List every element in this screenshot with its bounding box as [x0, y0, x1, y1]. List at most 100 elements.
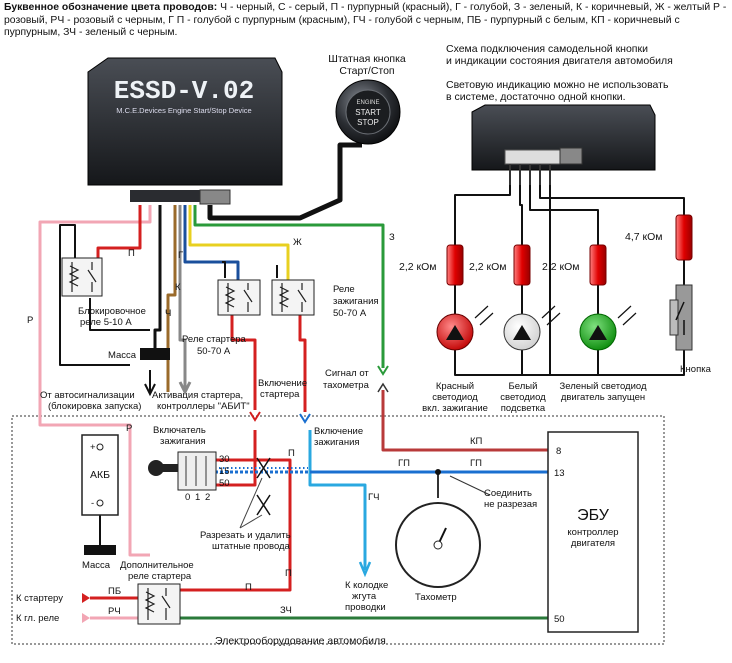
legend-title: Буквенное обозначение цвета проводов:: [4, 2, 218, 13]
cut-mark-2: [256, 494, 271, 516]
block-relay-label-2: реле 5-10 А: [80, 317, 132, 328]
battery-plus: +: [90, 442, 96, 453]
connect-label-2: не разрезая: [484, 499, 537, 510]
button-caption: Кнопка: [680, 364, 712, 375]
activation-label-2: контроллеры "АБИТ": [157, 401, 250, 412]
wire-label-r-2: Р: [126, 423, 132, 434]
ign-on-label-1: Включение: [314, 426, 363, 437]
tachometer: [395, 502, 481, 588]
resistor-1: 2,2 кОм: [399, 244, 464, 286]
battery-minus: -: [91, 498, 94, 509]
battery-label: АКБ: [90, 469, 110, 481]
led-red-caption-3: вкл. зажигание: [422, 403, 488, 414]
arrow-alarm: [144, 370, 156, 397]
pushbutton: [669, 284, 693, 351]
switch-pos-30: 30: [219, 454, 230, 465]
cut-label-1: Разрезать и удалить: [200, 530, 291, 541]
ecu-sub-1: контроллер: [567, 527, 618, 538]
wire-pink: [38, 205, 152, 410]
led-white-caption-2: светодиод: [500, 392, 546, 403]
led-red-caption-2: светодиод: [432, 392, 478, 403]
resistor-2: 2,2 кОм: [469, 244, 531, 286]
wire-brown-kp: [381, 390, 548, 452]
led-red-caption-1: Красный: [436, 381, 474, 392]
scheme-wire-1: [454, 185, 511, 245]
wire-green: [193, 205, 385, 368]
wire-yellow: [188, 205, 290, 280]
wire-label-r: Р: [27, 315, 33, 326]
switch-pos-50: 50: [219, 478, 230, 489]
led-white: [503, 305, 561, 351]
ign-on-label-2: зажигания: [314, 437, 360, 448]
start-stop-button: Штатная кнопка Старт/Стоп ENGINE START S…: [328, 53, 406, 145]
scheme-line-4: в системе, достаточно одной кнопки.: [446, 91, 626, 103]
resistor-3: 2,2 кОм: [542, 244, 607, 286]
wire-label-g: Г: [178, 250, 183, 261]
switch-pos-0: 0: [185, 492, 190, 503]
wire-switch-50: [215, 430, 257, 487]
wire-label-p: П: [128, 248, 135, 259]
wire-color-legend: Буквенное обозначение цвета проводов: Ч …: [4, 2, 728, 40]
wire-red-block: [96, 205, 142, 258]
arrow-to-starter: [82, 593, 90, 603]
ecu-label: ЭБУ: [577, 507, 610, 524]
mass-label-top: Масса: [108, 350, 137, 361]
starter-relay-label-2: 50-70 А: [197, 346, 231, 357]
to-starter-label: К стартеру: [16, 593, 63, 604]
scheme-line-1: Схема подключения самодельной кнопки: [446, 43, 648, 55]
starter-relay-label-1: Реле стартера: [182, 334, 247, 345]
extra-relay-label-1: Дополнительное: [120, 560, 194, 571]
wire-blue-gch: [308, 430, 367, 570]
ecu-sub-2: двигателя: [571, 538, 615, 549]
harness-label-2: жгута: [352, 591, 377, 602]
wire-label-pb: ПБ: [108, 586, 121, 597]
scheme-wire-gnd2: [521, 185, 599, 375]
scheme-wire-3: [529, 185, 599, 245]
harness-label-3: проводки: [345, 602, 386, 613]
led-green-caption-1: Зеленый светодиод: [560, 381, 647, 392]
wire-black-relays: [222, 261, 278, 278]
wire-blue-g: [183, 205, 240, 280]
alarm-label-1: От автосигнализации: [40, 390, 135, 401]
ecu-pin-8: 8: [556, 446, 561, 457]
start-button-caption-1: Штатная кнопка: [328, 53, 406, 65]
ignition-relay-label-2: зажигания: [333, 296, 379, 307]
essd-module: ESSD-V.02 M.C.E.Devices Engine Start/Sto…: [87, 57, 283, 205]
wire-pink-2: [38, 410, 150, 557]
cut-pointer-lines: [239, 477, 263, 529]
block-relay: [61, 257, 103, 297]
alarm-label-2: (блокировка запуска): [48, 401, 141, 412]
vehicle-electrics-frame: [11, 415, 665, 645]
start-button-face-1: ENGINE: [356, 100, 379, 106]
junction-dot: [435, 469, 441, 475]
scheme-line-2: и индикации состояния двигателя автомоби…: [446, 55, 673, 67]
ignition-relay: [271, 279, 315, 316]
starter-on-label-1: Включение: [258, 378, 307, 389]
led-green: [579, 305, 637, 351]
legend-text: Ч - черный, С - серый, П - пурпурный (кр…: [4, 2, 727, 39]
ecu-pin-50: 50: [554, 614, 565, 625]
starter-on-label-2: стартера: [260, 389, 300, 400]
connector-tacho: [377, 382, 389, 393]
wire-red-starter: [230, 315, 257, 410]
starter-relay: [217, 279, 261, 316]
cut-label-2: штатные провода: [212, 541, 291, 552]
wire-label-rch: РЧ: [108, 606, 121, 617]
switch-pos-15: 15: [219, 466, 230, 477]
led-white-caption-1: Белый: [509, 381, 538, 392]
scheme-wire-2: [519, 185, 523, 245]
wire-gray: [178, 205, 187, 372]
wire-black-ch: [153, 205, 162, 350]
arrow-activation: [178, 372, 192, 396]
switch-label-1: Включатель: [153, 425, 206, 436]
start-button-face-2: START: [355, 108, 381, 117]
to-main-relay-label: К гл. реле: [16, 613, 59, 624]
tacho-label: Тахометр: [415, 592, 457, 603]
connector-starter: [249, 411, 261, 422]
wire-label-kp: КП: [470, 436, 483, 447]
wire-label-zch: ЗЧ: [280, 605, 292, 616]
arrow-to-main-relay: [82, 613, 90, 623]
arrow-harness: [358, 561, 372, 578]
tacho-signal-label-1: Сигнал от: [325, 368, 369, 379]
